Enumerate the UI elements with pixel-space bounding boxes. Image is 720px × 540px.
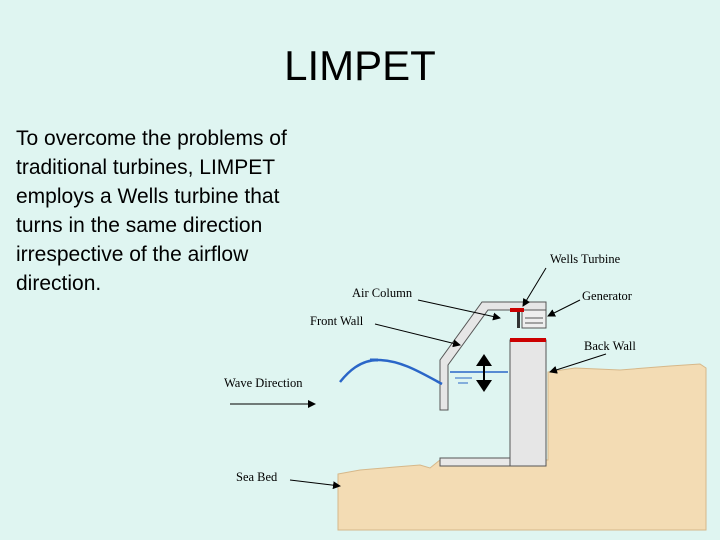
air-column-leader	[417, 299, 501, 321]
wells-turbine-leader	[522, 267, 547, 307]
label-sea-bed: Sea Bed	[236, 470, 278, 484]
label-front-wall: Front Wall	[310, 314, 364, 328]
generator-leader	[547, 299, 581, 317]
slide-body-text: To overcome the problems of traditional …	[16, 127, 287, 295]
back-wall-leader	[549, 353, 607, 374]
label-generator: Generator	[582, 289, 633, 303]
back-wall-red-cap	[510, 338, 546, 342]
label-wave-direction: Wave Direction	[224, 376, 303, 390]
sea-wave	[339, 358, 443, 386]
front-wall-leader	[374, 323, 461, 348]
label-wells-turbine: Wells Turbine	[550, 252, 621, 266]
label-back-wall: Back Wall	[584, 339, 636, 353]
sea-bed-leader	[289, 479, 341, 490]
slide-title: LIMPET	[284, 42, 436, 89]
back-wall-structure	[509, 339, 547, 467]
wells-turbine-rotor	[510, 308, 524, 312]
generator-housing	[521, 309, 547, 329]
label-air-column: Air Column	[352, 286, 413, 300]
rock-seabed	[337, 363, 707, 531]
chamber-floor	[439, 457, 513, 467]
